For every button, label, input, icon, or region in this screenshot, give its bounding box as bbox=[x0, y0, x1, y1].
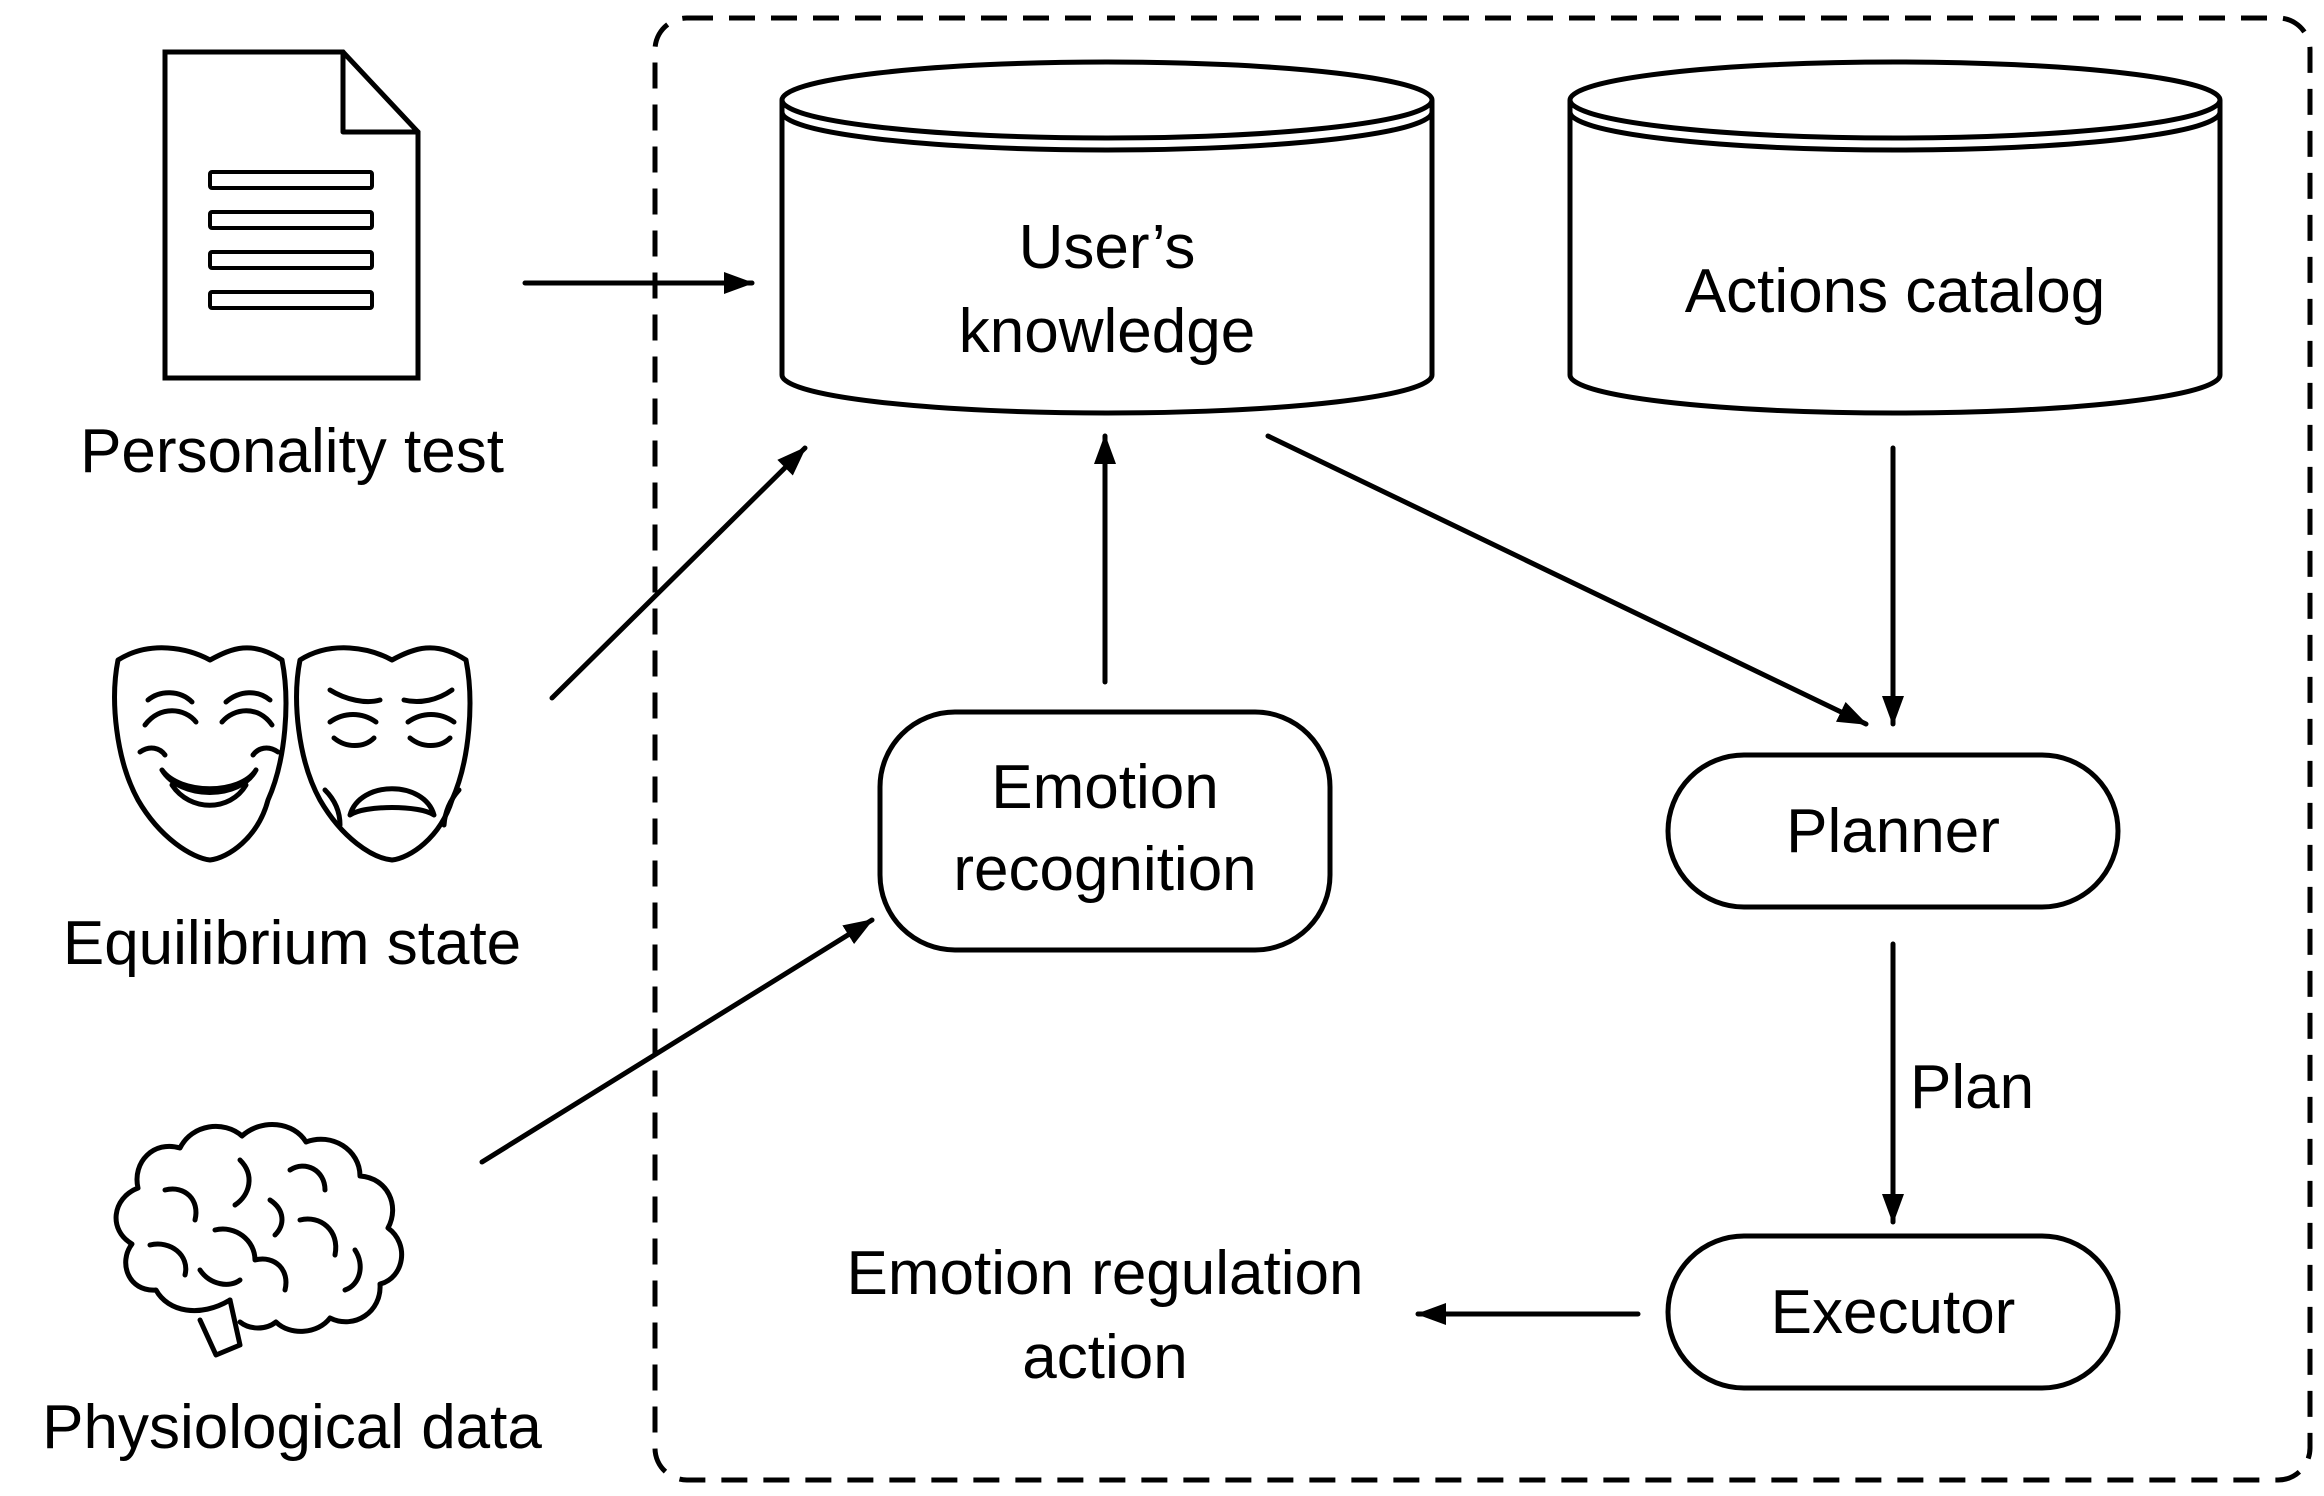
physiological-data-label: Physiological data bbox=[42, 1393, 542, 1462]
users-knowledge-label-line2: knowledge bbox=[959, 297, 1255, 366]
brain-icon bbox=[113, 1122, 405, 1358]
emotion-recognition-label-line2: recognition bbox=[953, 835, 1256, 904]
users-knowledge-store bbox=[779, 59, 1435, 416]
emotion-regulation-label-line2: action bbox=[1022, 1323, 1187, 1392]
document-icon bbox=[162, 49, 421, 381]
emotion-recognition-box bbox=[877, 709, 1333, 953]
equilibrium-state-label: Equilibrium state bbox=[63, 909, 521, 978]
executor-box bbox=[1665, 1233, 2121, 1391]
arrow-physiological-to-recognition bbox=[479, 917, 875, 1165]
executor-label: Executor bbox=[1771, 1278, 2016, 1347]
users-knowledge-label-line1: User’s bbox=[1019, 213, 1196, 282]
theater-masks-icon bbox=[112, 645, 473, 863]
emotion-recognition-label-line1: Emotion bbox=[991, 753, 1218, 822]
arrow-equilibrium-to-knowledge bbox=[549, 445, 808, 701]
actions-catalog-store bbox=[1567, 59, 2223, 416]
arrow-knowledge-to-planner bbox=[1265, 433, 1869, 727]
planner-label: Planner bbox=[1786, 797, 2000, 866]
actions-catalog-label: Actions catalog bbox=[1685, 257, 2105, 326]
personality-test-label: Personality test bbox=[80, 417, 504, 486]
system-boundary bbox=[652, 15, 2313, 1483]
planner-box bbox=[1665, 752, 2121, 910]
emotion-regulation-label-line1: Emotion regulation bbox=[847, 1239, 1364, 1308]
plan-edge-label: Plan bbox=[1910, 1053, 2034, 1122]
